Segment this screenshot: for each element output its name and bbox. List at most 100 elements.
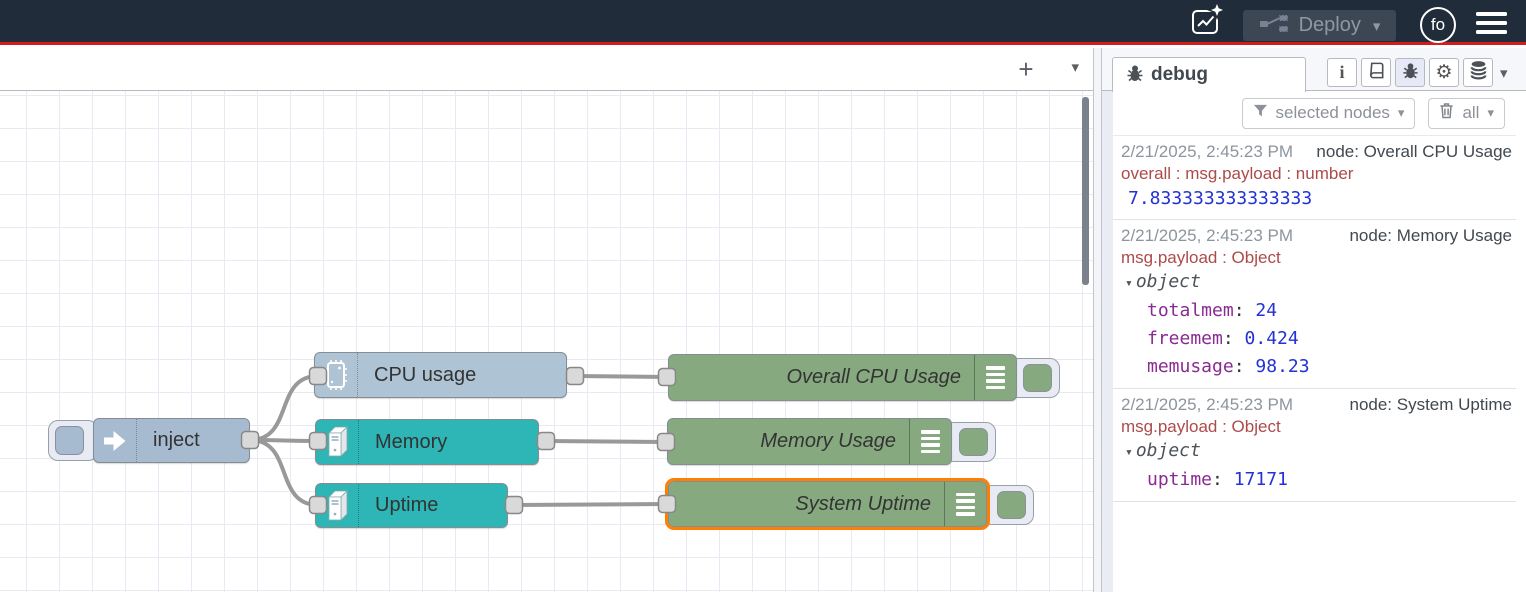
debug-sidebar-icon bbox=[909, 419, 951, 464]
object-toggle[interactable]: ▾object bbox=[1121, 269, 1512, 297]
trash-icon bbox=[1439, 102, 1454, 124]
source-node: node: Overall CPU Usage bbox=[1316, 142, 1512, 161]
cpu-chip-icon bbox=[315, 353, 358, 397]
node-inject[interactable]: inject bbox=[93, 418, 250, 463]
node-memory[interactable]: Memory bbox=[315, 419, 539, 465]
wire[interactable] bbox=[544, 439, 668, 444]
flow-list-caret-icon[interactable]: ▾ bbox=[1071, 59, 1079, 76]
debug-cpu-toggle-button[interactable] bbox=[1023, 364, 1052, 392]
message-property: msg.payload : Object bbox=[1121, 417, 1281, 436]
flow-canvas[interactable]: inject CPU usage bbox=[0, 91, 1093, 592]
debug-message[interactable]: 2/21/2025, 2:45:23 PM node: Overall CPU … bbox=[1113, 135, 1516, 220]
hamburger-menu-icon[interactable] bbox=[1476, 12, 1507, 34]
filter-label: selected nodes bbox=[1275, 103, 1390, 122]
debug-uptime-toggle-button[interactable] bbox=[997, 491, 1026, 519]
message-value: 7.833333333333333 bbox=[1128, 188, 1313, 209]
debug-message[interactable]: 2/21/2025, 2:45:23 PM node: System Uptim… bbox=[1113, 389, 1516, 502]
object-field: totalmem: 24 bbox=[1147, 300, 1278, 321]
field-value: 98.23 bbox=[1255, 356, 1310, 377]
user-avatar[interactable]: fo bbox=[1420, 7, 1456, 43]
debug-sidebar-icon bbox=[974, 355, 1016, 400]
inject-arrow-icon bbox=[94, 419, 137, 462]
info-icon: i bbox=[1339, 62, 1345, 82]
debug-message-list: 2/21/2025, 2:45:23 PM node: Overall CPU … bbox=[1113, 135, 1516, 502]
sidebar-menu-caret-icon[interactable]: ▾ bbox=[1500, 65, 1508, 82]
debug-list-margin bbox=[1102, 91, 1113, 592]
wire[interactable] bbox=[248, 438, 320, 443]
object-label: object bbox=[1135, 271, 1201, 292]
object-field: memusage: 98.23 bbox=[1147, 356, 1310, 377]
node-label: Memory Usage bbox=[760, 430, 896, 452]
node-debug-overall-cpu-usage[interactable]: Overall CPU Usage bbox=[668, 354, 1017, 401]
source-node: node: System Uptime bbox=[1349, 395, 1512, 414]
debug-filter-button[interactable]: selected nodes ▾ bbox=[1241, 97, 1416, 129]
debug-message-meta: 2/21/2025, 2:45:23 PM node: Overall CPU … bbox=[1121, 141, 1512, 163]
node-label: System Uptime bbox=[795, 492, 931, 515]
collapse-caret-icon: ▾ bbox=[1125, 445, 1133, 460]
deploy-nodes-icon bbox=[1259, 13, 1289, 39]
debug-filter-row: selected nodes ▾ all ▾ bbox=[1102, 91, 1526, 135]
node-cpu-usage[interactable]: CPU usage bbox=[314, 352, 567, 398]
wire[interactable] bbox=[248, 374, 320, 442]
node-debug-system-uptime[interactable]: System Uptime bbox=[665, 478, 990, 530]
field-key: memusage bbox=[1147, 356, 1234, 377]
flow-chart-sparkle-icon bbox=[1186, 0, 1228, 44]
collapse-caret-icon: ▾ bbox=[1125, 276, 1133, 291]
debug-message-meta: 2/21/2025, 2:45:23 PM node: System Uptim… bbox=[1121, 394, 1512, 416]
deploy-dropdown-caret-icon[interactable]: ▾ bbox=[1372, 17, 1381, 35]
source-node: node: Memory Usage bbox=[1349, 226, 1512, 245]
debug-clear-button[interactable]: all ▾ bbox=[1428, 97, 1505, 129]
node-port[interactable] bbox=[565, 366, 585, 386]
tab-config-button[interactable]: ⚙ bbox=[1429, 58, 1459, 87]
wire[interactable] bbox=[573, 374, 669, 379]
object-toggle[interactable]: ▾object bbox=[1121, 438, 1512, 466]
field-value: 17171 bbox=[1233, 469, 1288, 490]
wire[interactable] bbox=[512, 502, 669, 507]
tab-debug[interactable]: debug bbox=[1112, 57, 1306, 92]
flow-export-button[interactable] bbox=[1186, 0, 1228, 44]
deploy-button[interactable]: Deploy ▾ bbox=[1243, 10, 1396, 41]
splitter-border bbox=[1101, 48, 1102, 592]
node-label: Overall CPU Usage bbox=[786, 366, 961, 388]
node-debug-memory-usage[interactable]: Memory Usage bbox=[667, 418, 952, 465]
header-bar: Deploy ▾ fo bbox=[0, 0, 1526, 45]
debug-message[interactable]: 2/21/2025, 2:45:23 PM node: Memory Usage… bbox=[1113, 220, 1516, 389]
menu-bar bbox=[1476, 12, 1507, 16]
inject-trigger-button[interactable] bbox=[55, 426, 84, 455]
field-key: totalmem bbox=[1147, 300, 1234, 321]
timestamp: 2/21/2025, 2:45:23 PM bbox=[1121, 395, 1294, 414]
tab-context-button[interactable] bbox=[1463, 58, 1493, 87]
wire[interactable] bbox=[248, 438, 320, 507]
menu-bar bbox=[1476, 21, 1507, 25]
book-icon bbox=[1367, 61, 1386, 85]
clear-label: all bbox=[1462, 103, 1480, 122]
menu-bar bbox=[1476, 30, 1507, 34]
bug-icon bbox=[1125, 63, 1145, 88]
server-tower-icon bbox=[316, 484, 359, 527]
node-port[interactable] bbox=[536, 431, 556, 451]
database-icon bbox=[1469, 60, 1488, 85]
debug-memory-toggle-button[interactable] bbox=[959, 428, 988, 456]
server-tower-icon bbox=[316, 420, 359, 464]
node-port[interactable] bbox=[504, 495, 524, 515]
timestamp: 2/21/2025, 2:45:23 PM bbox=[1121, 226, 1294, 245]
node-label: inject bbox=[153, 429, 200, 451]
canvas-vertical-scrollbar[interactable] bbox=[1082, 97, 1089, 285]
object-field: uptime: 17171 bbox=[1147, 469, 1288, 490]
bug-icon bbox=[1401, 61, 1420, 85]
tab-help-button[interactable] bbox=[1361, 58, 1391, 87]
gear-icon: ⚙ bbox=[1435, 62, 1453, 83]
add-flow-button[interactable]: + bbox=[1018, 53, 1034, 84]
avatar-initials: fo bbox=[1430, 15, 1446, 34]
chevron-down-icon: ▾ bbox=[1397, 105, 1405, 120]
field-key: freemem bbox=[1147, 328, 1223, 349]
node-uptime[interactable]: Uptime bbox=[315, 483, 508, 528]
tab-debug-label: debug bbox=[1151, 64, 1208, 85]
object-label: object bbox=[1135, 440, 1201, 461]
node-label: CPU usage bbox=[374, 363, 477, 386]
sidebar-splitter[interactable] bbox=[1094, 48, 1101, 592]
tab-info-button[interactable]: i bbox=[1327, 58, 1357, 87]
debug-message-meta: 2/21/2025, 2:45:23 PM node: Memory Usage bbox=[1121, 225, 1512, 247]
tab-debug-button[interactable] bbox=[1395, 58, 1425, 87]
